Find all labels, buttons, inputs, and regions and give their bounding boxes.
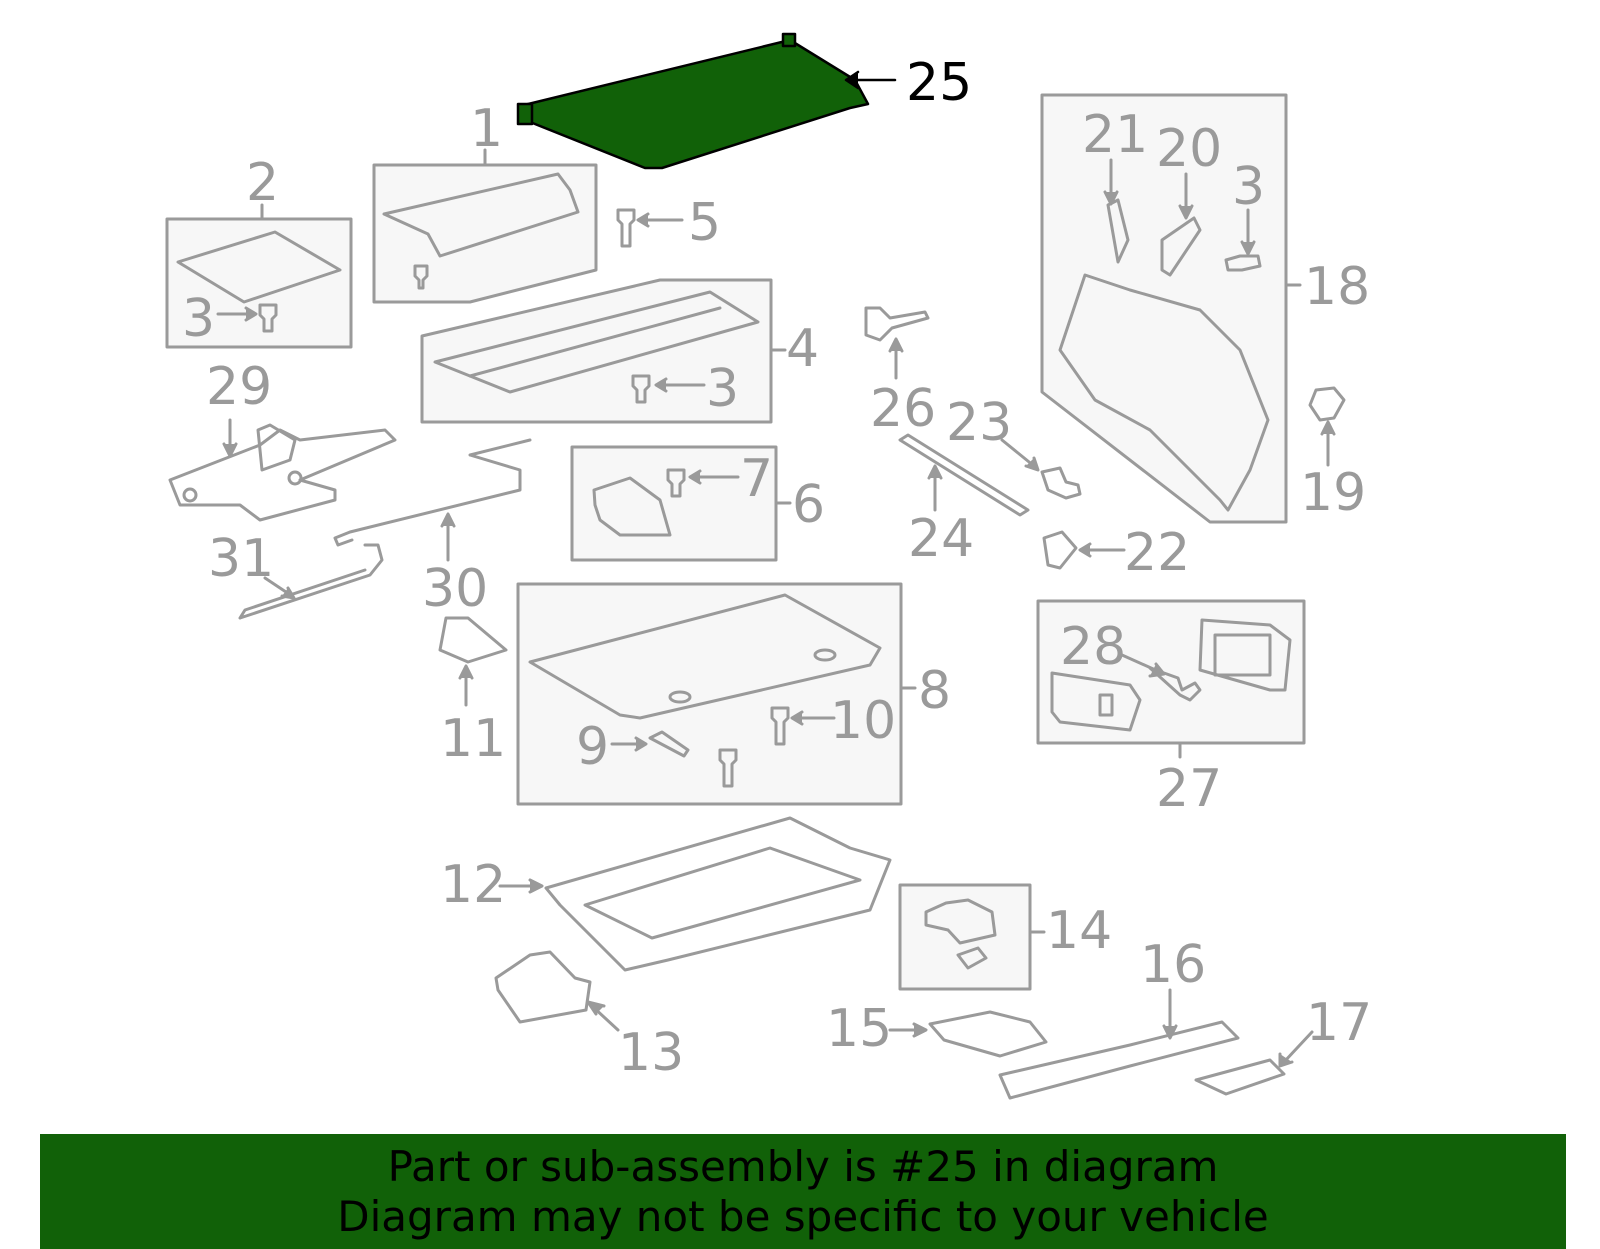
part-6-box[interactable] [570,445,792,562]
callout-3a: 3 [182,289,215,349]
callout-28: 28 [1060,617,1126,677]
part-13-bracket[interactable] [494,950,620,1032]
part-23-bolt[interactable] [1000,438,1082,500]
part-17-plate[interactable] [1194,1030,1314,1096]
footer-line-2: Diagram may not be specific to your vehi… [337,1192,1269,1241]
callout-31: 31 [208,529,274,589]
callout-18: 18 [1304,257,1370,317]
part-14-box[interactable] [898,883,1046,991]
part-19-grommet[interactable] [1308,386,1346,467]
callout-10: 10 [830,691,896,751]
callout-14: 14 [1046,901,1112,961]
part-8-box[interactable] [516,582,917,806]
part-24-strap[interactable] [898,433,1030,517]
part-29-jack[interactable] [168,418,397,522]
part-11-trim[interactable] [438,616,508,707]
callout-25: 25 [906,53,972,113]
callout-17: 17 [1306,993,1372,1053]
part-27-box[interactable] [1036,599,1306,759]
callout-21: 21 [1082,105,1148,165]
callout-4: 4 [786,319,819,379]
callout-9: 9 [576,717,609,777]
part-2-box[interactable] [165,203,353,349]
part-25-tonneau-cover[interactable] [516,32,897,170]
callout-1: 1 [470,99,503,159]
footer-banner: Part or sub-assembly is #25 in diagram D… [40,1134,1566,1249]
part-18-box[interactable] [1040,93,1302,524]
callout-7: 7 [740,449,773,509]
callout-29: 29 [206,357,272,417]
callout-30: 30 [422,559,488,619]
callout-24: 24 [908,509,974,569]
callout-20: 20 [1156,119,1222,179]
callout-8: 8 [918,661,951,721]
callout-15: 15 [826,999,892,1059]
part-16-sill[interactable] [998,988,1240,1100]
part-4-box[interactable] [420,278,787,424]
callout-26: 26 [870,379,936,439]
callout-3c: 3 [1232,157,1265,217]
part-12-tray[interactable] [498,816,892,972]
callout-16: 16 [1140,935,1206,995]
callout-6: 6 [792,475,825,535]
callout-3b: 3 [706,359,739,419]
callout-23: 23 [946,393,1012,453]
part-1-box[interactable] [372,148,598,304]
callout-11: 11 [440,709,506,769]
part-26-clip[interactable] [864,306,930,380]
part-22-nut[interactable] [1042,530,1126,570]
part-15-cover[interactable] [888,1010,1048,1058]
callout-12: 12 [440,855,506,915]
part-31-wrench[interactable] [238,543,384,620]
callout-13: 13 [618,1023,684,1083]
callout-27: 27 [1156,759,1222,819]
footer-line-1: Part or sub-assembly is #25 in diagram [387,1142,1219,1191]
callout-19: 19 [1300,463,1366,523]
callout-5: 5 [688,193,721,253]
part-5-bolt[interactable] [616,208,684,248]
callout-22: 22 [1124,523,1190,583]
part-30-handle[interactable] [333,438,532,562]
callout-2: 2 [246,153,279,213]
